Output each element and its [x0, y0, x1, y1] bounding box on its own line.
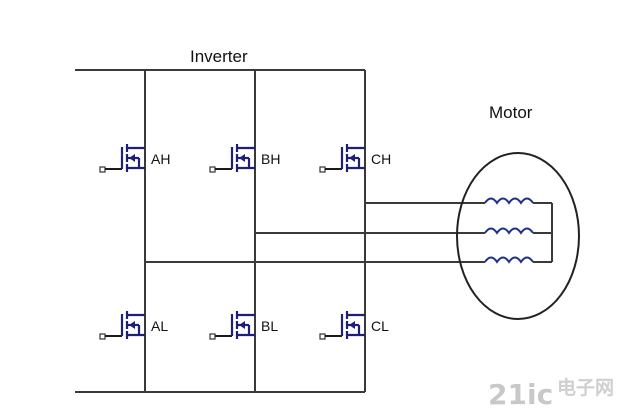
switch-group: AH BH CH AL BL CL — [99, 144, 391, 340]
n-channel-mosfet-icon — [99, 311, 145, 340]
switch-label-ah: AH — [151, 151, 170, 167]
switch-label-bh: BH — [261, 151, 280, 167]
watermark-logo-text: 21ic — [488, 378, 553, 411]
switch-label-cl: CL — [371, 318, 389, 334]
motor-outline — [456, 152, 580, 320]
switch-label-bl: BL — [261, 318, 278, 334]
winding-a-icon — [484, 256, 534, 264]
mosfet-bh: BH — [209, 144, 280, 173]
switch-label-ch: CH — [371, 151, 391, 167]
mosfet-bl: BL — [209, 311, 278, 340]
watermark-site-text: 电子网 — [557, 376, 614, 399]
motor-label: Motor — [489, 103, 533, 122]
mosfet-cl: CL — [319, 311, 389, 340]
watermark-logo: 21ic 电子网 — [488, 376, 614, 411]
n-channel-mosfet-icon — [319, 311, 365, 340]
mosfet-ah: AH — [99, 144, 170, 173]
mosfet-ch: CH — [319, 144, 391, 173]
mosfet-al: AL — [99, 311, 168, 340]
inverter-title: Inverter — [190, 47, 248, 66]
n-channel-mosfet-icon — [99, 144, 145, 173]
winding-c-icon — [484, 197, 534, 205]
n-channel-mosfet-icon — [209, 311, 255, 340]
switch-label-al: AL — [151, 318, 168, 334]
n-channel-mosfet-icon — [209, 144, 255, 173]
motor-windings — [484, 197, 553, 264]
n-channel-mosfet-icon — [319, 144, 365, 173]
winding-b-icon — [484, 227, 534, 235]
